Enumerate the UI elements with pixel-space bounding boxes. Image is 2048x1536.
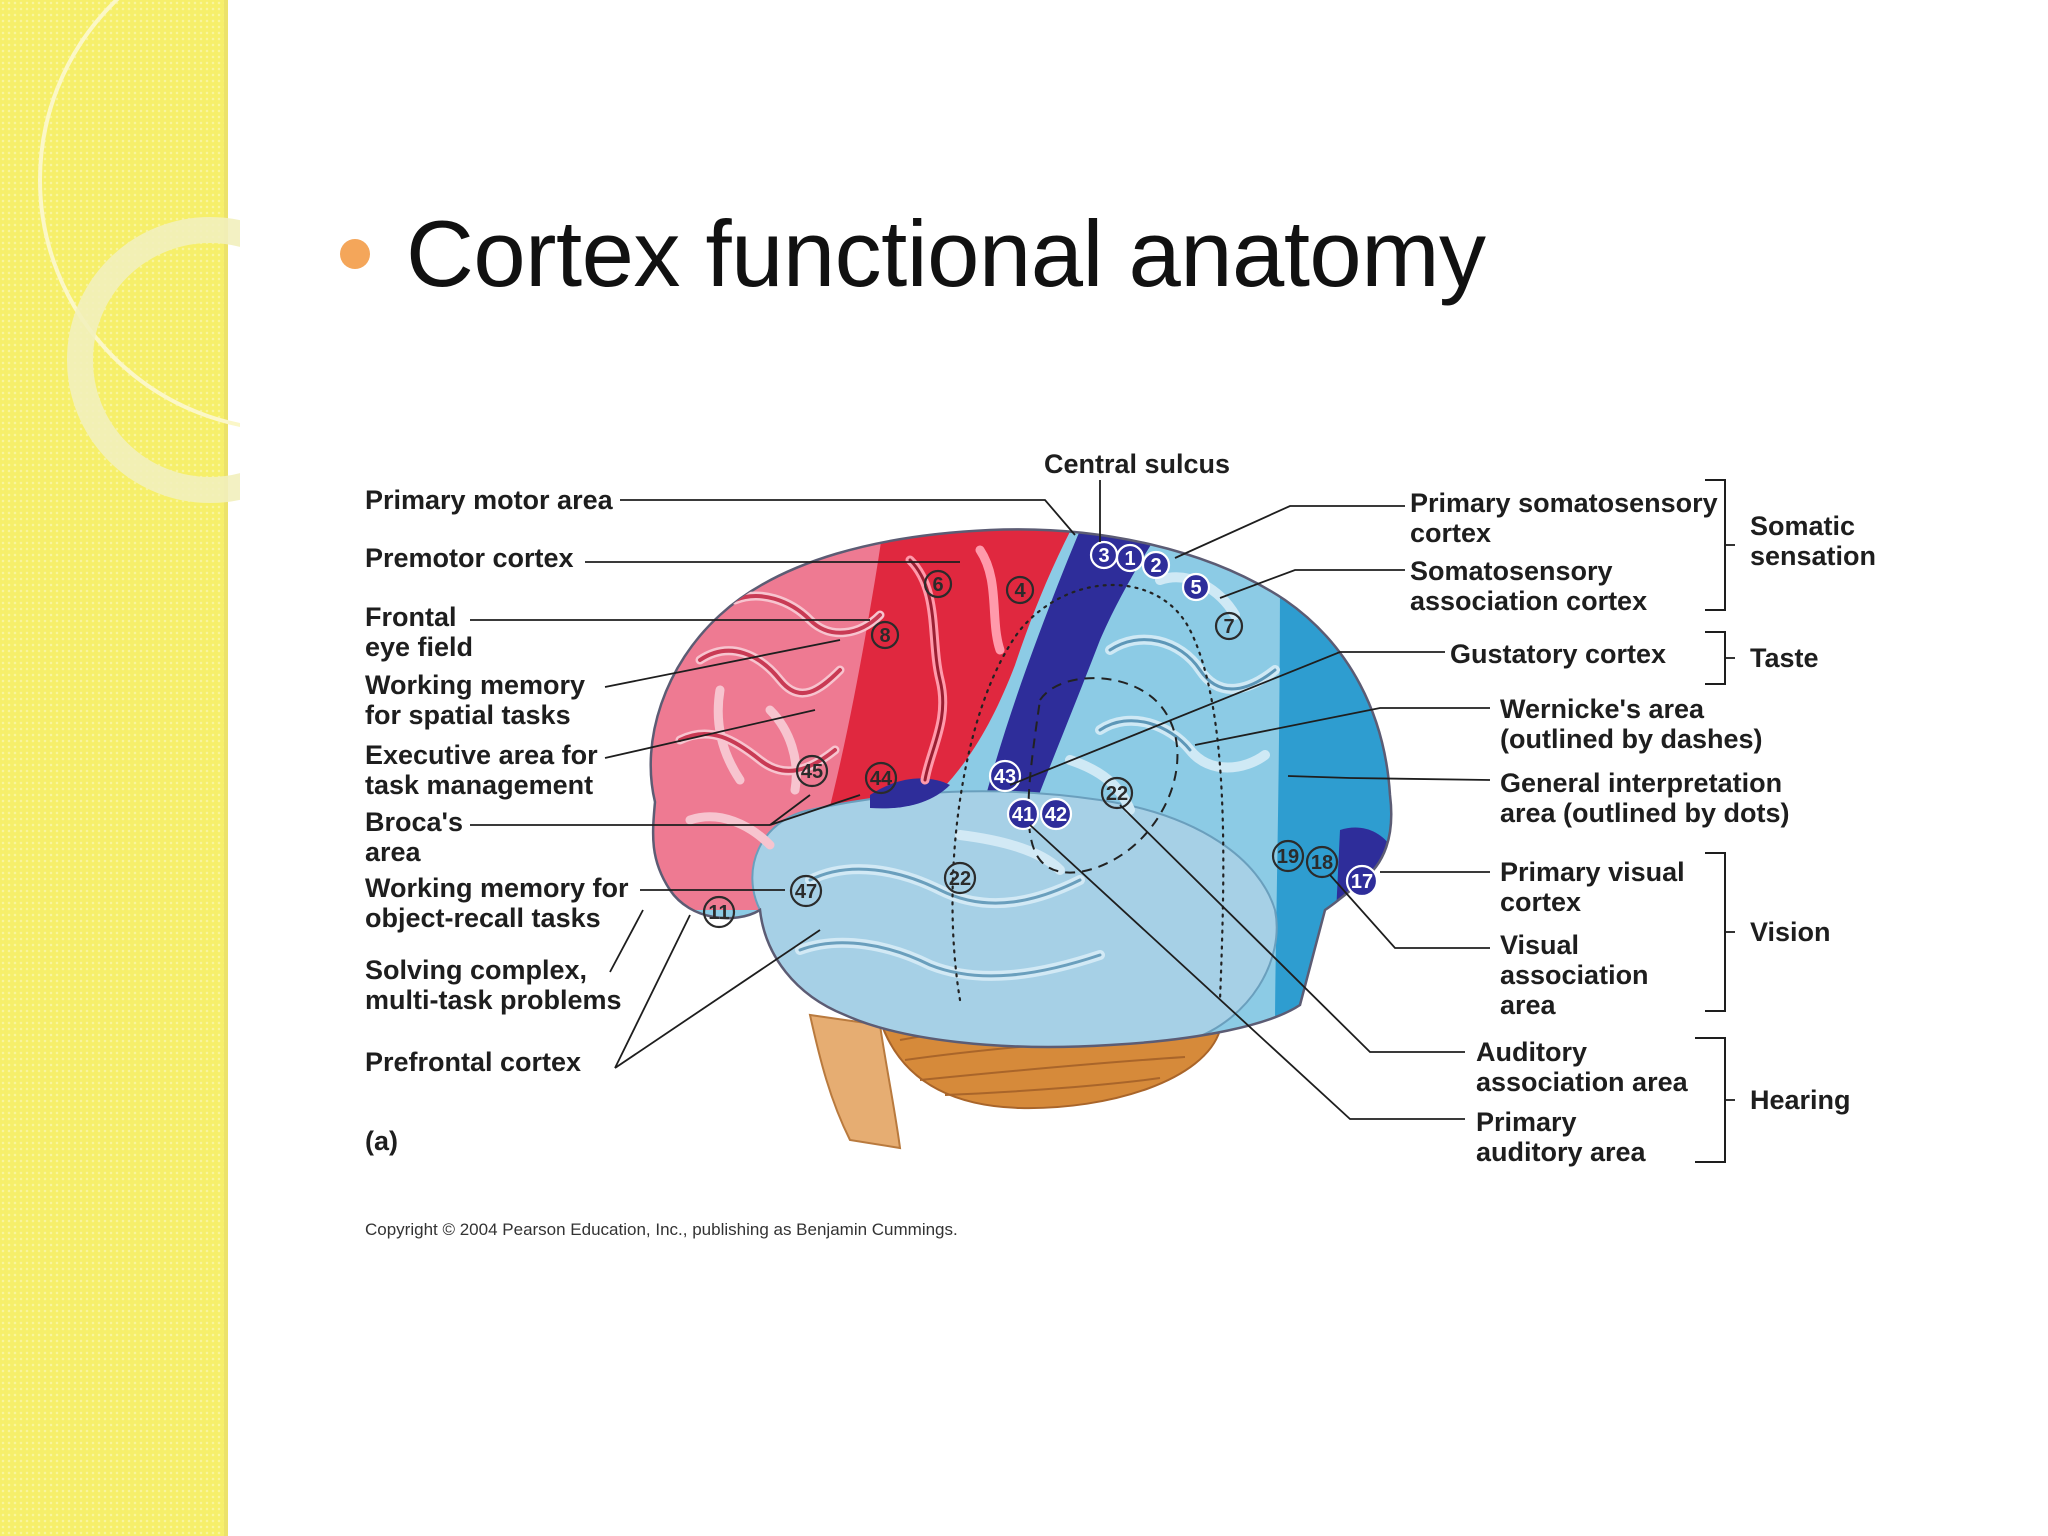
svg-text:4: 4 <box>1014 580 1026 602</box>
area-5-marker: 5 <box>1181 572 1211 602</box>
label-primary-motor-area: Primary motor area <box>365 485 614 515</box>
label-wernickes-area: Wernicke's area(outlined by dashes) <box>1500 694 1763 754</box>
occipital-region <box>1275 560 1392 1040</box>
label-premotor-cortex: Premotor cortex <box>365 543 574 573</box>
area-44-marker: 44 <box>864 761 898 795</box>
svg-text:22: 22 <box>1106 783 1128 805</box>
group-vision: Vision <box>1750 917 1831 947</box>
title-row: Cortex functional anatomy <box>340 200 1486 308</box>
svg-text:18: 18 <box>1311 852 1333 874</box>
interpretation-outline <box>951 583 1225 1002</box>
area-1-marker: 1 <box>1115 543 1145 573</box>
area-2-marker: 2 <box>1141 550 1171 580</box>
svg-text:47: 47 <box>795 881 817 903</box>
motor-region <box>810 529 1125 880</box>
brain-diagram: 6 4 8 3 1 2 5 7 45 44 43 41 42 22 22 47 … <box>365 449 1876 1239</box>
area-19-marker: 19 <box>1271 839 1305 873</box>
svg-text:7: 7 <box>1223 616 1234 638</box>
large-ring <box>38 0 240 427</box>
group-taste: Taste <box>1750 643 1819 673</box>
svg-text:2: 2 <box>1150 555 1161 577</box>
svg-text:8: 8 <box>879 625 890 647</box>
area-18-marker: 18 <box>1305 845 1339 879</box>
svg-text:43: 43 <box>994 766 1016 788</box>
area-7-marker: 7 <box>1214 611 1244 641</box>
central-sulcus-label: Central sulcus <box>1044 449 1230 479</box>
area-22-marker: 22 <box>1100 776 1134 810</box>
primary-visual-region <box>1330 827 1392 1040</box>
slide-title: Cortex functional anatomy <box>406 201 1486 306</box>
svg-text:6: 6 <box>932 574 943 596</box>
area-43-marker: 43 <box>988 759 1022 793</box>
area-6-marker: 6 <box>923 569 953 599</box>
area-22-temporal-marker: 22 <box>943 861 977 895</box>
label-solving-complex: Solving complex,multi-task problems <box>365 955 622 1015</box>
brainstem <box>808 1013 902 1150</box>
svg-text:1: 1 <box>1124 548 1135 570</box>
area-4-marker: 4 <box>1005 575 1035 605</box>
svg-text:5: 5 <box>1190 577 1201 599</box>
bullet-dot-icon <box>340 239 370 269</box>
copyright-text: Copyright © 2004 Pearson Education, Inc.… <box>365 1220 958 1239</box>
svg-text:19: 19 <box>1277 846 1299 868</box>
temporal-lobe <box>751 790 1278 1047</box>
leader-lines <box>470 480 1491 1120</box>
svg-text:22: 22 <box>949 868 971 890</box>
svg-text:41: 41 <box>1012 804 1034 826</box>
panel-label: (a) <box>365 1126 398 1156</box>
area-11-marker: 11 <box>702 895 736 929</box>
decorative-rings <box>38 0 240 503</box>
area-8-marker: 8 <box>870 620 900 650</box>
area-47-marker: 47 <box>789 874 823 908</box>
svg-text:42: 42 <box>1045 804 1067 826</box>
label-prefrontal-cortex: Prefrontal cortex <box>365 1047 581 1077</box>
label-gustatory-cortex: Gustatory cortex <box>1450 639 1666 669</box>
area-42-marker: 42 <box>1039 797 1073 831</box>
group-brackets <box>1695 479 1735 1163</box>
area-45-marker: 45 <box>795 754 829 788</box>
left-labels: Primary motor area Premotor cortex Front… <box>365 485 629 1077</box>
auditory-strip <box>870 778 950 809</box>
svg-text:3: 3 <box>1098 545 1109 567</box>
svg-text:17: 17 <box>1351 871 1373 893</box>
svg-text:11: 11 <box>708 902 729 924</box>
area-41-marker: 41 <box>1006 797 1040 831</box>
thick-ring <box>67 217 240 503</box>
svg-text:44: 44 <box>870 768 893 790</box>
area-17-marker: 17 <box>1345 864 1379 898</box>
group-hearing: Hearing <box>1750 1085 1851 1115</box>
svg-text:45: 45 <box>801 761 823 783</box>
cerebrum <box>650 529 1392 1047</box>
somatosensory-strip <box>980 529 1220 818</box>
area-numbers: 6 4 8 3 1 2 5 7 45 44 43 41 42 22 22 47 … <box>702 540 1379 929</box>
sidebar-edge <box>224 0 228 1536</box>
area-3-marker: 3 <box>1089 540 1119 570</box>
